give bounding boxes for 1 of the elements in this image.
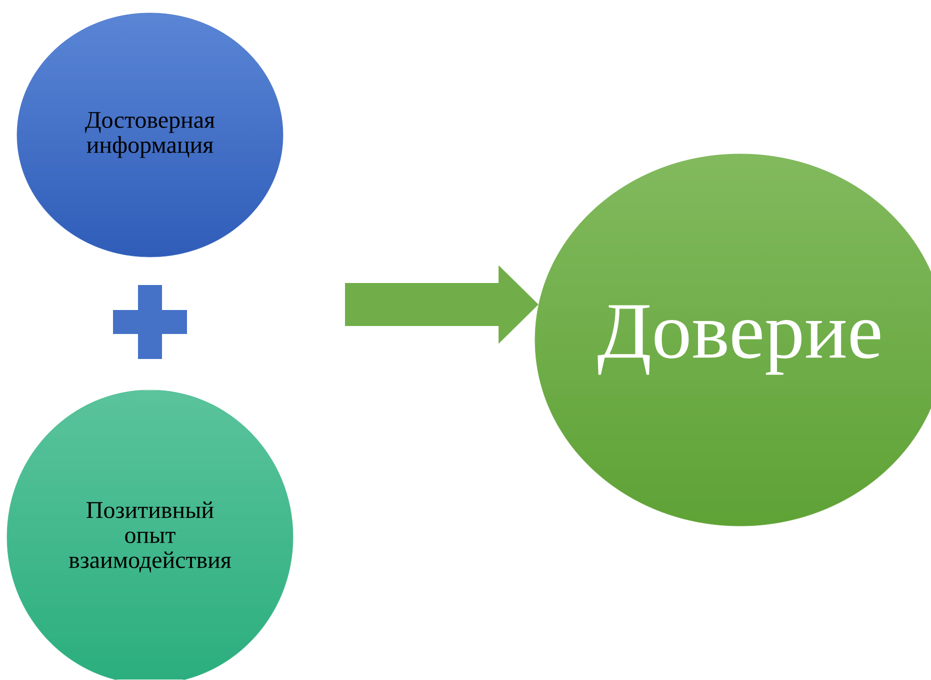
plus-sign (113, 285, 187, 359)
